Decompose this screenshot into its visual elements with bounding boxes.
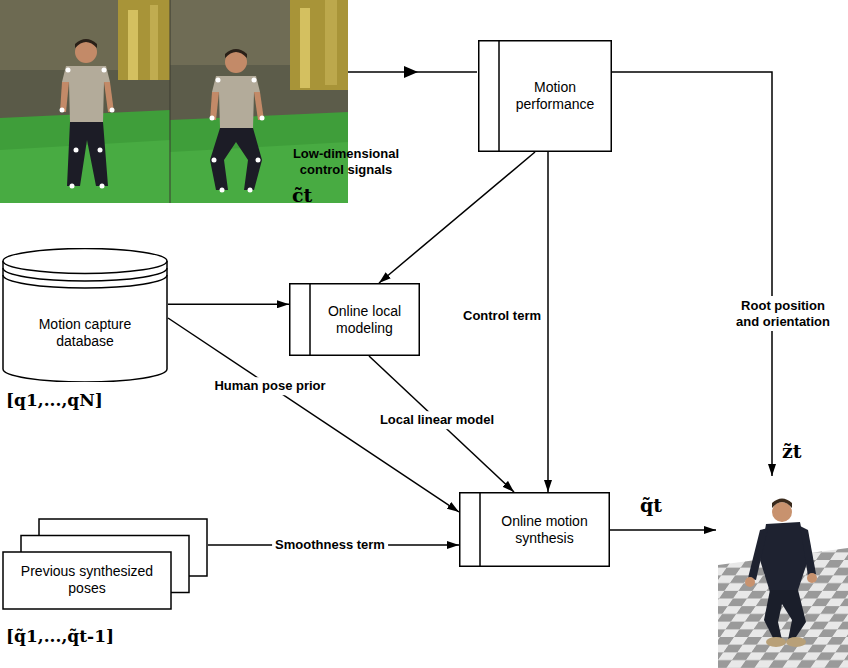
video-frames <box>0 0 348 203</box>
node-outline <box>2 248 168 382</box>
node-label: Motion capture database <box>8 316 162 350</box>
node-text-area: Online motion synthesis <box>483 496 606 563</box>
node-text-area: Motion performance <box>502 44 608 148</box>
connector <box>369 356 514 492</box>
connector <box>379 152 535 283</box>
box-border <box>290 284 420 356</box>
rendered-character <box>718 499 848 668</box>
node-label: Online motion synthesis <box>483 513 606 547</box>
box-border <box>460 493 610 567</box>
connector-label: Low-dimensional control signals <box>280 146 412 177</box>
cylinder-ring <box>3 275 167 288</box>
process-box: Online local modeling <box>289 283 420 356</box>
video-frame <box>0 0 170 203</box>
node-text-area: Online local modeling <box>313 287 416 352</box>
connector-label: Root position and orientation <box>733 296 833 331</box>
data-notation: [q̃1,...,q̃t-1] <box>6 626 114 646</box>
data-notation: [q1,...,qN] <box>6 390 103 410</box>
signal-symbol: z̃t <box>782 440 802 463</box>
arrowhead <box>404 66 418 78</box>
cylinder-ring <box>3 268 167 281</box>
node-label: Previous synthesized poses <box>6 563 168 597</box>
process-box: Motion performance <box>478 40 612 152</box>
cylinder-top <box>3 249 167 274</box>
connector <box>547 152 549 492</box>
connector-label: Local linear model <box>377 411 497 429</box>
database-cylinder: Motion capture database <box>2 248 168 382</box>
node-label: Motion performance <box>502 79 608 113</box>
root-line <box>612 72 772 476</box>
stacked-boxes: Previous synthesized poses <box>2 518 208 610</box>
connector-label: Smoothness term <box>272 536 388 554</box>
signal-symbol: c̃t <box>292 184 312 207</box>
connector-label: Human pose prior <box>211 377 328 395</box>
connector-label: Control term <box>452 308 541 324</box>
box-border <box>479 41 612 152</box>
box-bar <box>309 284 311 356</box>
process-box: Online motion synthesis <box>459 492 610 567</box>
node-text-area: Motion capture database <box>8 292 162 374</box>
stack-front <box>3 552 171 609</box>
signal-symbol: q̃t <box>640 494 662 517</box>
box-bar <box>498 41 500 152</box>
node-text-area: Previous synthesized poses <box>6 554 168 606</box>
box-bar <box>479 493 481 567</box>
output-line <box>610 529 716 531</box>
cylinder-body <box>3 261 167 382</box>
node-label: Online local modeling <box>313 303 416 337</box>
connector <box>168 304 289 306</box>
